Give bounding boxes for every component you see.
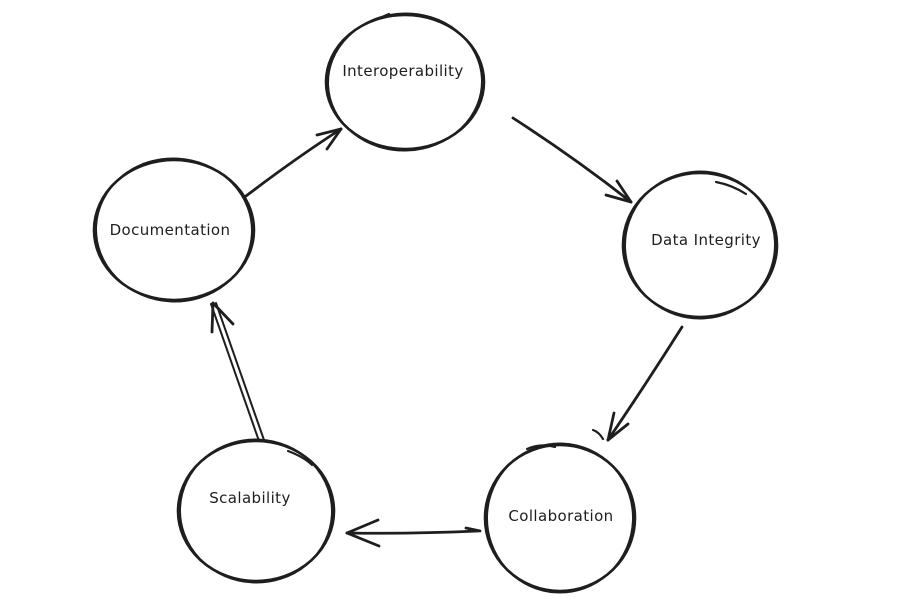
node-circle-scalability [176, 438, 336, 584]
pen-overlap-mark [141, 159, 155, 166]
pen-overlap-mark [714, 180, 748, 196]
node-label-data-integrity: Data Integrity [651, 231, 761, 249]
node-circle-collaboration [483, 428, 637, 594]
node-label-documentation: Documentation [109, 221, 231, 239]
pen-overlap-mark [525, 444, 557, 451]
node-circle-interoperability [324, 12, 486, 152]
node-circle-documentation [92, 157, 256, 303]
node-label-scalability: Scalability [209, 489, 291, 507]
node-label-collaboration: Collaboration [508, 507, 614, 525]
edge-documentation-to-interoperability [244, 127, 343, 198]
pen-overlap-mark [380, 12, 391, 19]
node-label-interoperability: Interoperability [342, 62, 464, 80]
node-circle-data-integrity [621, 170, 779, 320]
edge-collaboration-to-scalability [345, 518, 482, 548]
edge-interoperability-to-data-integrity [511, 116, 633, 204]
edge-scalability-to-documentation [210, 301, 265, 442]
edge-data-integrity-to-collaboration [606, 325, 684, 442]
pen-overlap-mark [286, 449, 314, 467]
pen-flick-mark [591, 428, 605, 441]
